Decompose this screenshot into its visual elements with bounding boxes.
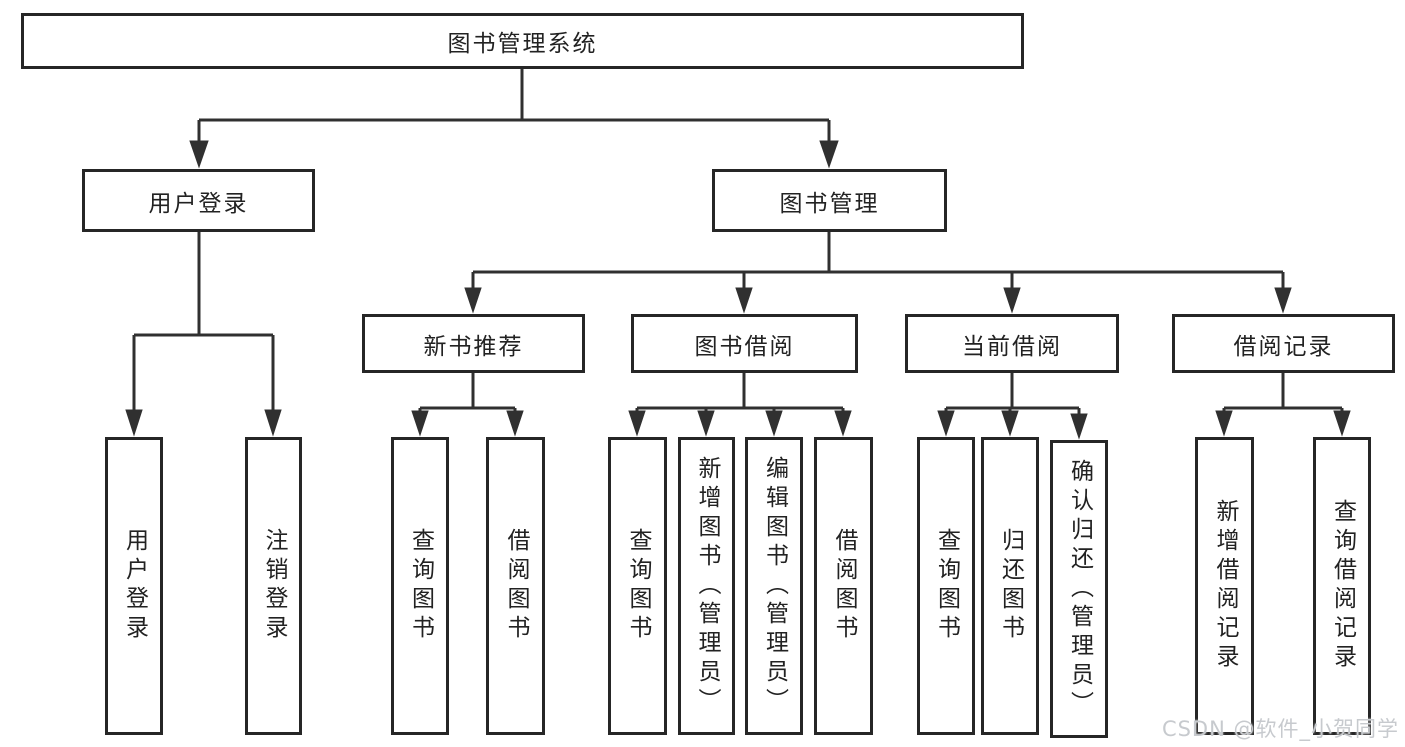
node-label: 图书借阅 [694, 333, 795, 360]
arrowhead [834, 410, 852, 437]
node-user-login: 用户登录 [82, 169, 315, 232]
node-label: 确认归还（管理员） [1066, 458, 1093, 720]
arrowhead [464, 287, 482, 314]
leaf-query-books-newbook: 查询图书 [391, 437, 449, 735]
node-label: 借阅图书 [831, 528, 857, 644]
node-label: 当前借阅 [962, 333, 1062, 360]
arrowhead [125, 409, 143, 437]
leaf-query-books-borrow: 查询图书 [608, 437, 667, 735]
connector-user-login-to-leaves [125, 232, 282, 437]
node-label: 编辑图书（管理员） [761, 455, 788, 717]
node-label: 注销登录 [261, 528, 287, 644]
connector-root-to-level2 [189, 69, 839, 169]
arrowhead [506, 410, 524, 437]
connector-current-borrow-to-leaves [937, 373, 1088, 440]
node-root: 图书管理系统 [21, 13, 1024, 69]
arrowhead [819, 140, 839, 169]
node-book-management: 图书管理 [712, 169, 947, 232]
connector-new-book-to-leaves [411, 373, 524, 437]
node-label: 新增图书（管理员） [694, 455, 720, 717]
leaf-confirm-return-admin: 确认归还（管理员） [1050, 440, 1108, 738]
node-label: 借阅记录 [1233, 333, 1334, 360]
node-borrow-records: 借阅记录 [1172, 314, 1395, 373]
connector-book-borrow-to-leaves [628, 373, 852, 437]
connector-book-management-to-level3 [464, 232, 1292, 314]
node-label: 归还图书 [997, 528, 1024, 644]
arrowhead [264, 409, 282, 437]
node-current-borrow: 当前借阅 [905, 314, 1119, 373]
arrowhead [1003, 287, 1021, 314]
node-label: 查询图书 [933, 528, 960, 644]
leaf-add-borrow-record: 新增借阅记录 [1195, 437, 1254, 735]
node-label: 查询借阅记录 [1329, 499, 1356, 673]
node-label: 用户登录 [148, 190, 249, 217]
arrowhead [1215, 410, 1233, 437]
arrowhead [411, 410, 429, 437]
leaf-user-login: 用户登录 [105, 437, 163, 735]
node-label: 图书管理系统 [447, 31, 598, 57]
arrowhead [1070, 413, 1088, 440]
leaf-borrow-books-newbook: 借阅图书 [486, 437, 545, 735]
arrowhead [735, 287, 753, 314]
node-label: 查询图书 [407, 528, 434, 644]
arrowhead [937, 410, 955, 437]
leaf-borrow-books-borrow: 借阅图书 [814, 437, 873, 735]
arrowhead [765, 410, 783, 437]
node-label: 借阅图书 [503, 528, 529, 644]
leaf-edit-book-admin: 编辑图书（管理员） [745, 437, 803, 735]
node-label: 查询图书 [625, 528, 651, 644]
leaf-logout: 注销登录 [245, 437, 302, 735]
node-label: 用户登录 [121, 528, 148, 644]
arrowhead [697, 410, 715, 437]
connector-borrow-records-to-leaves [1215, 373, 1351, 437]
csdn-watermark: CSDN @软件_小贺同学 [1161, 717, 1399, 741]
node-new-book-recommend: 新书推荐 [362, 314, 585, 373]
node-book-borrow: 图书借阅 [631, 314, 858, 373]
leaf-query-borrow-record: 查询借阅记录 [1313, 437, 1371, 735]
leaf-query-books-current: 查询图书 [917, 437, 975, 735]
node-label: 新增借阅记录 [1212, 499, 1238, 673]
leaf-add-book-admin: 新增图书（管理员） [678, 437, 735, 735]
node-label: 图书管理 [779, 190, 880, 217]
node-label: 新书推荐 [423, 333, 524, 360]
arrowhead [1274, 287, 1292, 314]
arrowhead [1001, 410, 1019, 437]
arrowhead [628, 410, 646, 437]
leaf-return-books: 归还图书 [981, 437, 1039, 735]
arrowhead [1333, 410, 1351, 437]
arrowhead [189, 140, 209, 169]
